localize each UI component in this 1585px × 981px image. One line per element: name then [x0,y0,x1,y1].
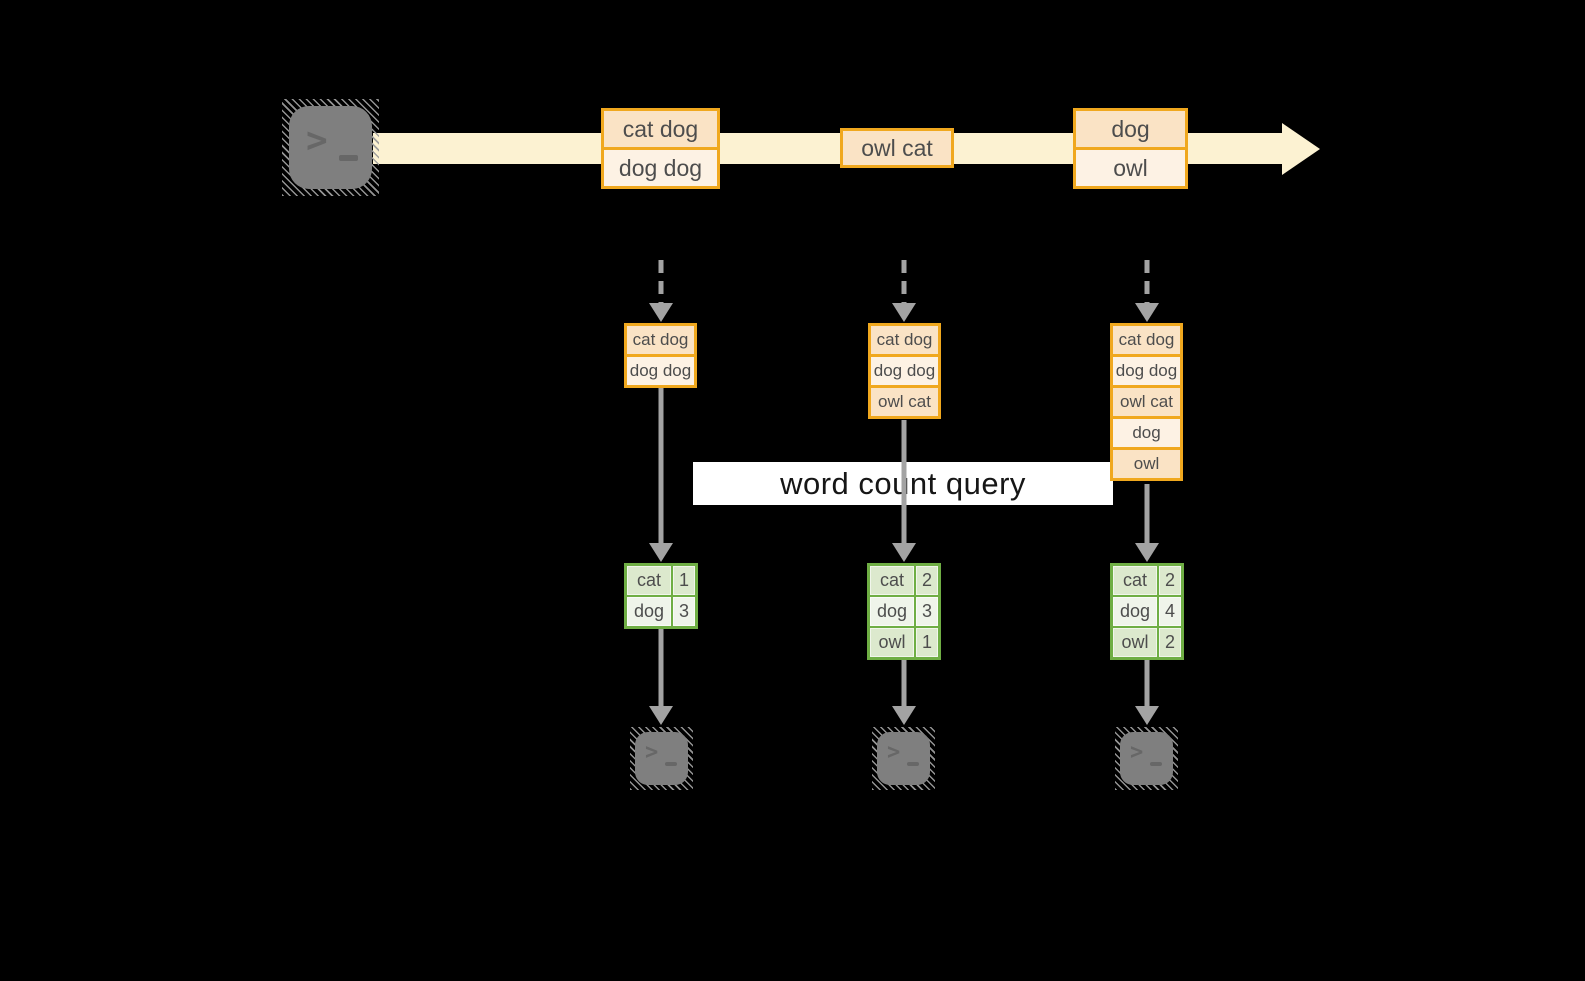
count-value-cell: 3 [673,597,695,626]
terminal-prompt-chevron-icon: > [645,740,659,765]
count-word-cell: owl [870,628,914,657]
terminal-body: > [289,106,372,189]
stream-batch-1: cat dog dog dog [601,108,720,189]
arrowhead-icon [892,706,916,725]
count-word-cell: cat [870,566,914,595]
batch-item: dog dog [604,150,717,186]
state-item: owl cat [871,388,938,416]
state-item: dog dog [1113,357,1180,385]
count-word-cell: cat [627,566,671,595]
count-word-cell: dog [870,597,914,626]
count-word-cell: dog [627,597,671,626]
stream-batch-3: dog owl [1073,108,1188,189]
state-item: dog [1113,419,1180,447]
count-value-cell: 3 [916,597,938,626]
sink-terminal-icon-3: > [1115,727,1178,790]
count-word-cell: dog [1113,597,1157,626]
terminal-body: > [635,732,688,785]
batch-item: owl [1076,150,1185,186]
count-table-3: cat 2 dog 4 owl 2 [1110,563,1184,660]
terminal-prompt-cursor-icon [1150,762,1162,766]
batch-item: owl cat [843,131,951,165]
arrowhead-icon [649,543,673,562]
count-value-cell: 2 [1159,628,1181,657]
terminal-prompt-chevron-icon: > [306,120,328,161]
terminal-prompt-cursor-icon [339,155,358,161]
source-terminal-icon: > [282,99,379,196]
arrowhead-icon [892,303,916,322]
terminal-prompt-cursor-icon [665,762,677,766]
arrowhead-icon [649,706,673,725]
count-word-cell: cat [1113,566,1157,595]
arrowhead-icon [1135,543,1159,562]
sink-terminal-icon-2: > [872,727,935,790]
count-table-2: cat 2 dog 3 owl 1 [867,563,941,660]
arrowhead-icon [1135,303,1159,322]
terminal-prompt-chevron-icon: > [1130,740,1144,765]
count-table-1: cat 1 dog 3 [624,563,698,629]
state-box-3: cat dog dog dog owl cat dog owl [1110,323,1183,481]
state-item: cat dog [871,326,938,354]
arrowhead-icon [1135,706,1159,725]
count-value-cell: 1 [916,628,938,657]
state-box-2: cat dog dog dog owl cat [868,323,941,419]
state-item: dog dog [871,357,938,385]
state-item: owl cat [1113,388,1180,416]
terminal-body: > [1120,732,1173,785]
stream-batch-2: owl cat [840,128,954,168]
batch-item: cat dog [604,111,717,147]
query-banner-label: word count query [780,465,1026,501]
query-banner: word count query [693,462,1113,505]
terminal-prompt-chevron-icon: > [887,740,901,765]
terminal-prompt-cursor-icon [907,762,919,766]
count-value-cell: 2 [1159,566,1181,595]
terminal-body: > [877,732,930,785]
count-value-cell: 2 [916,566,938,595]
state-box-1: cat dog dog dog [624,323,697,388]
arrowhead-icon [892,543,916,562]
state-item: owl [1113,450,1180,478]
state-item: cat dog [627,326,694,354]
state-item: dog dog [627,357,694,385]
count-word-cell: owl [1113,628,1157,657]
arrowhead-icon [649,303,673,322]
stream-arrowhead-icon [1282,123,1320,175]
count-value-cell: 1 [673,566,695,595]
batch-item: dog [1076,111,1185,147]
sink-terminal-icon-1: > [630,727,693,790]
count-value-cell: 4 [1159,597,1181,626]
state-item: cat dog [1113,326,1180,354]
